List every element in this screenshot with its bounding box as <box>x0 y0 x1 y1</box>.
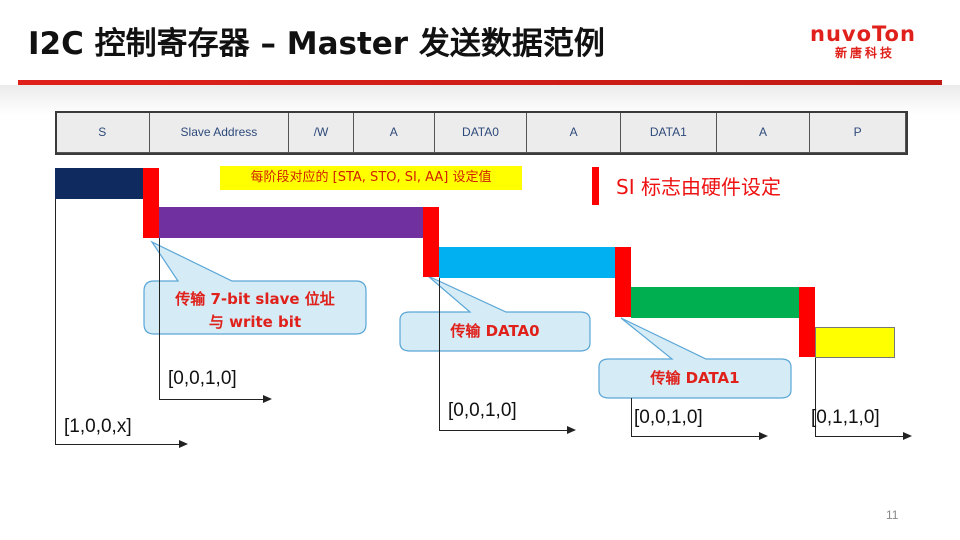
page-number: 11 <box>886 508 899 522</box>
nuvoton-logo: nuvoTon <box>810 22 916 46</box>
callout-address <box>143 240 367 335</box>
logo-subtitle: 新唐科技 <box>835 46 896 60</box>
state-guide-line <box>159 238 160 400</box>
state-arrow-line <box>439 430 567 431</box>
page-title: I2C 控制寄存器 – Master 发送数据范例 <box>28 26 605 62</box>
si-flag-legend-text: SI 标志由硬件设定 <box>616 175 781 199</box>
state-guide-line <box>815 358 816 437</box>
callout-data1-shape <box>598 317 792 399</box>
state-arrow-line <box>159 399 263 400</box>
address-bar <box>159 207 423 238</box>
i2c-frame-table: S Slave Address /W A DATA0 A DATA1 A P <box>55 111 906 153</box>
state-arrow-line <box>631 436 759 437</box>
state-guide-line <box>631 398 632 437</box>
si-flag-address <box>423 207 439 277</box>
state-guide-line <box>439 278 440 431</box>
callout-data0-text: 传输 DATA0 <box>450 322 540 340</box>
si-flag-data1 <box>799 287 815 357</box>
data1-bar <box>631 287 799 318</box>
stop-bar <box>815 327 895 358</box>
state-stop: [0,1,1,0] <box>811 407 880 428</box>
si-flag-legend-marker <box>592 167 599 205</box>
frame-cell-write: /W <box>288 111 354 153</box>
frame-cell-ack: A <box>352 111 435 153</box>
data0-bar <box>439 247 615 278</box>
arrow-right-icon <box>263 395 272 403</box>
state-data1: [0,0,1,0] <box>634 407 703 428</box>
arrow-right-icon <box>903 432 912 440</box>
si-flag-data0 <box>615 247 631 317</box>
state-guide-line <box>55 199 56 445</box>
frame-cell-stop: P <box>809 111 906 153</box>
stage-values-legend: 每阶段对应的 [STA, STO, SI, AA] 设定值 <box>220 166 522 190</box>
si-flag-start <box>143 168 159 238</box>
title-underline <box>18 80 942 85</box>
header-shadow <box>0 85 960 115</box>
state-arrow-line <box>55 444 179 445</box>
frame-cell-start: S <box>55 111 150 153</box>
callout-address-shape <box>143 240 367 335</box>
arrow-right-icon <box>567 426 576 434</box>
frame-cell-data0: DATA0 <box>433 111 528 153</box>
frame-cell-ack: A <box>715 111 811 153</box>
arrow-right-icon <box>759 432 768 440</box>
callout-data0 <box>399 275 591 352</box>
start-bar <box>55 168 143 199</box>
callout-address-line2: 与 write bit <box>208 313 302 331</box>
callout-address-line1: 传输 7-bit slave 位址 <box>175 290 335 308</box>
frame-cell-ack: A <box>526 111 621 153</box>
state-data0: [0,0,1,0] <box>448 400 517 421</box>
callout-data1-text: 传输 DATA1 <box>650 369 740 387</box>
arrow-right-icon <box>179 440 188 448</box>
callout-data0-shape <box>399 275 591 352</box>
state-address: [0,0,1,0] <box>168 368 237 389</box>
callout-data1 <box>598 317 792 399</box>
state-start: [1,0,0,x] <box>64 416 132 437</box>
state-arrow-line <box>815 436 903 437</box>
